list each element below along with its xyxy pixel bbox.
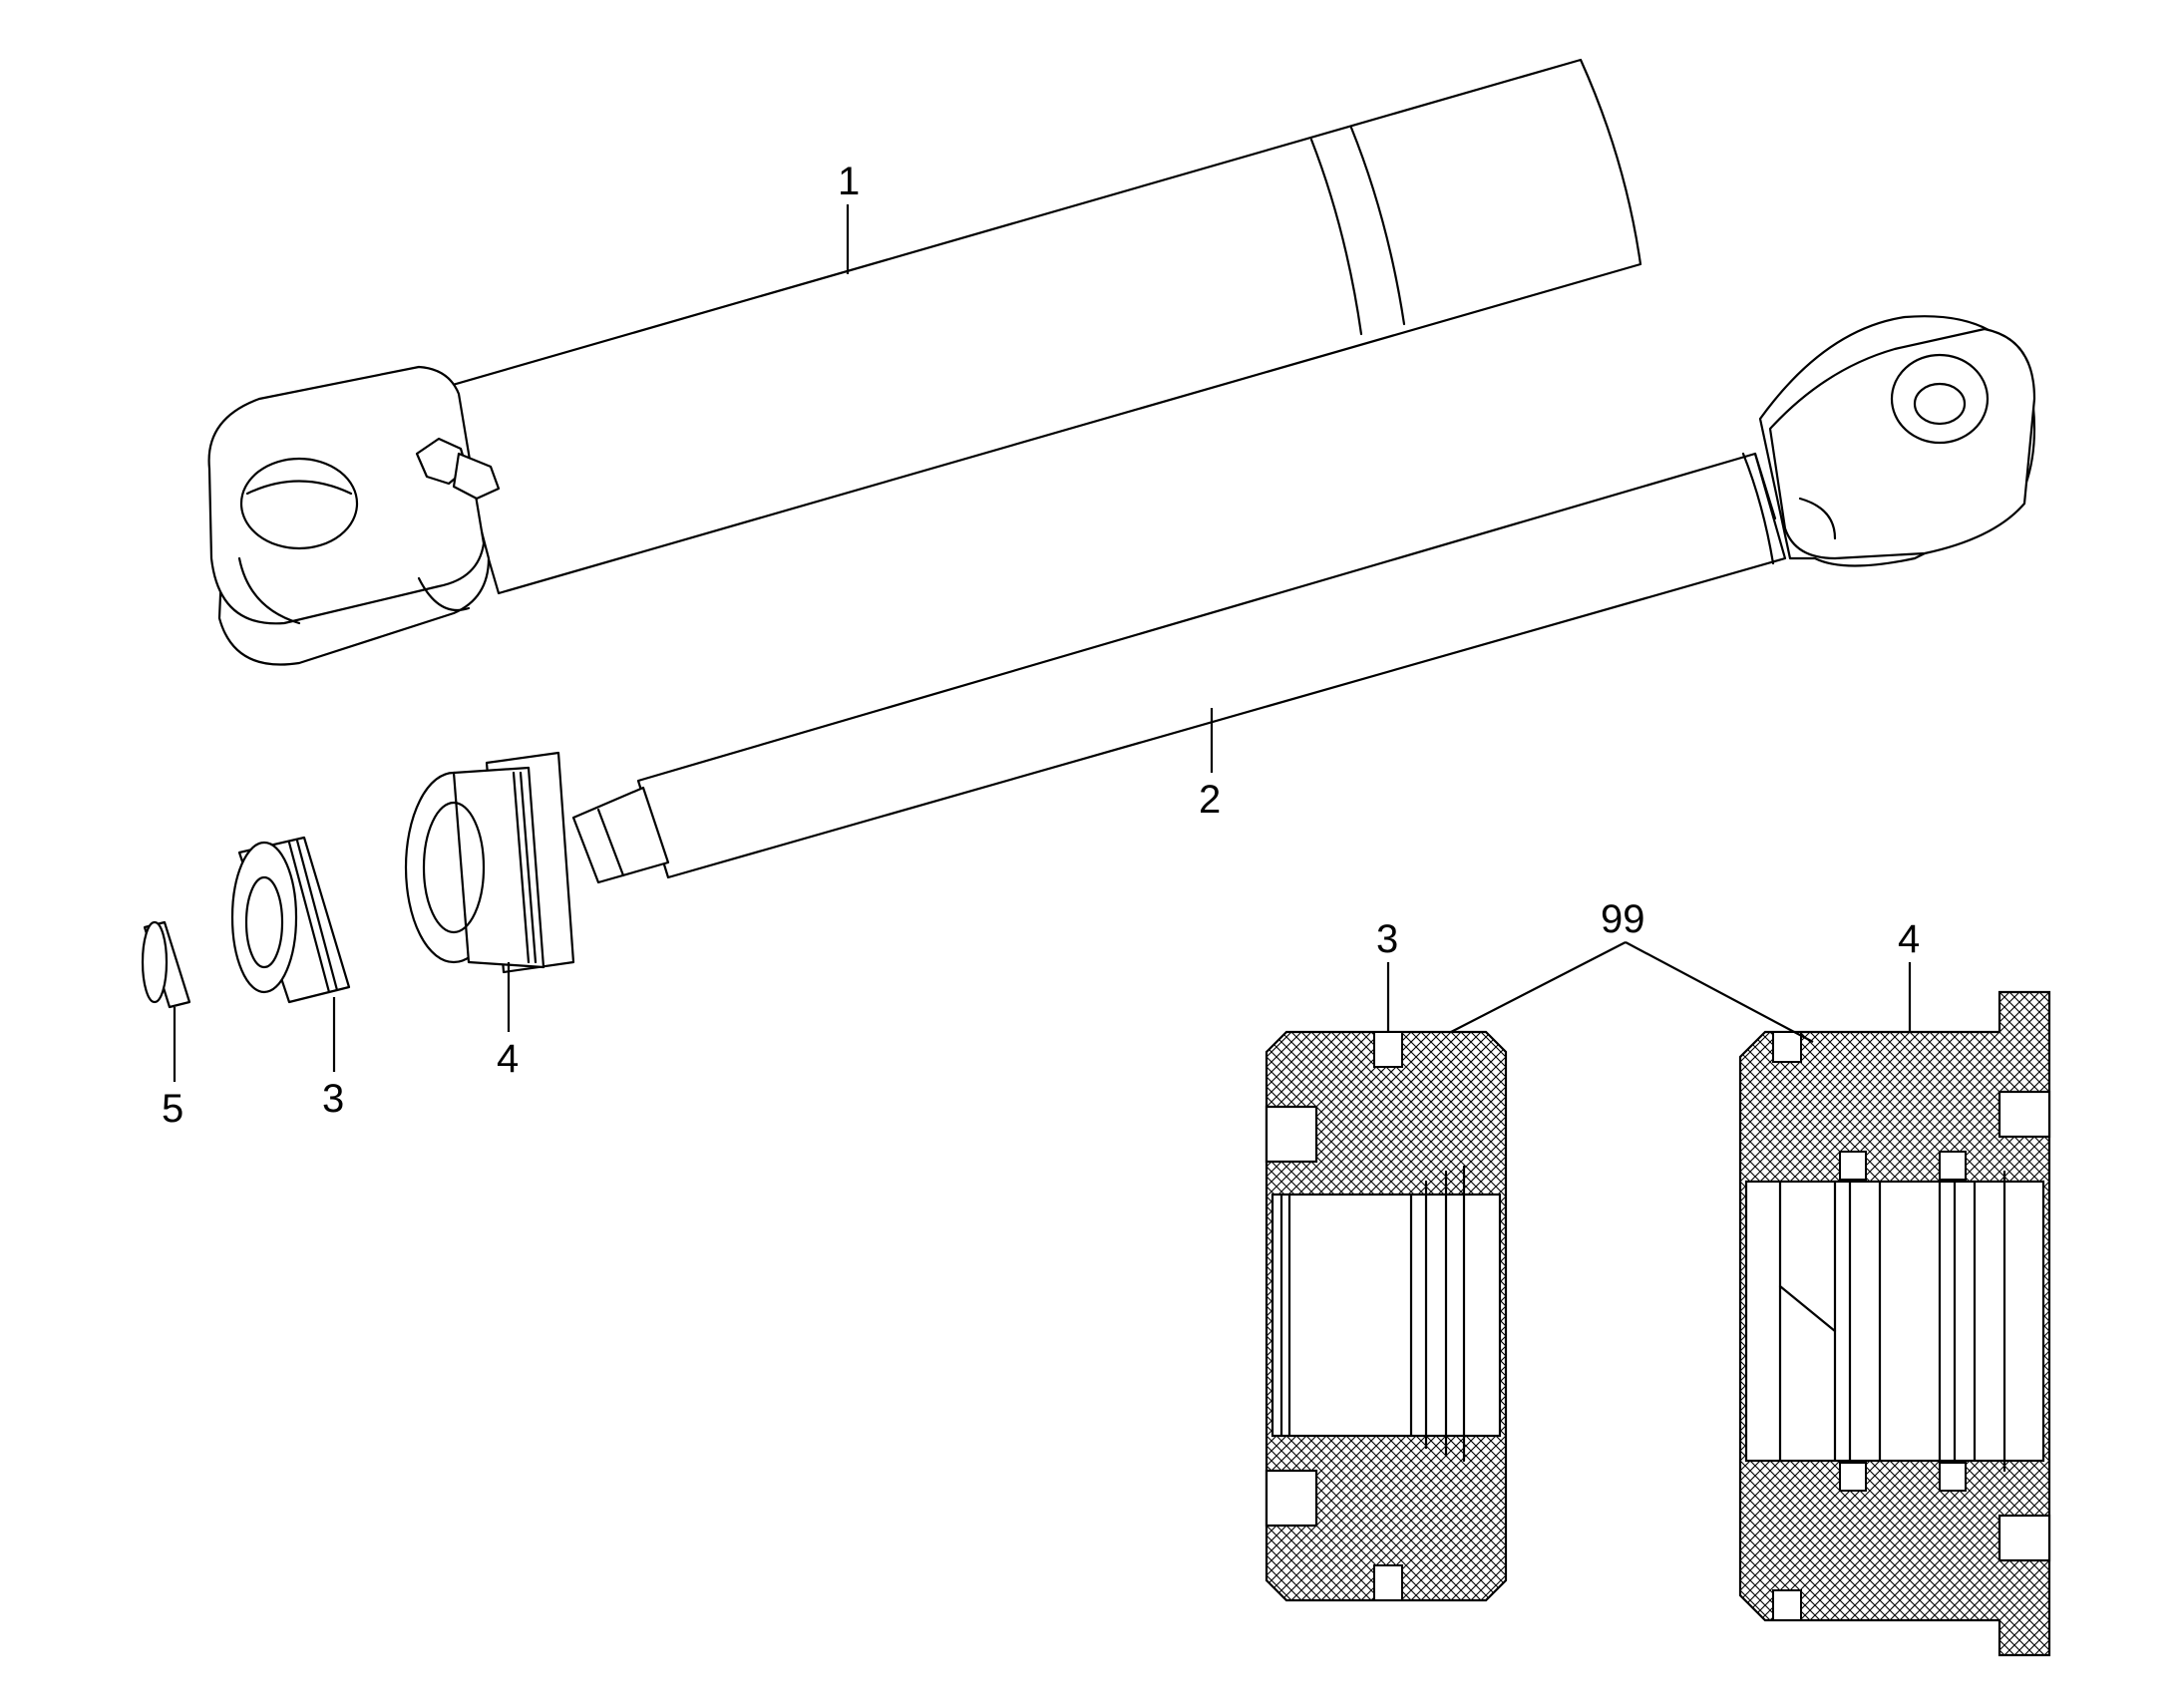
part-3-piston	[230, 836, 351, 1004]
label-part-5: 5	[162, 1087, 183, 1131]
section-view-3	[1265, 1030, 1508, 1602]
label-section-3: 3	[1376, 917, 1398, 961]
label-section-4: 4	[1898, 917, 1920, 961]
section-view-4	[1738, 990, 2051, 1657]
label-part-1: 1	[838, 160, 860, 203]
label-seal-99: 99	[1601, 897, 1645, 941]
piston-rod	[571, 315, 2036, 884]
grease-fitting-icon	[415, 437, 501, 501]
cylinder-barrel	[207, 58, 1642, 666]
label-part-2: 2	[1199, 778, 1221, 822]
leader-lines	[173, 204, 1214, 1082]
part-4-gland	[404, 751, 575, 974]
label-part-4: 4	[497, 1037, 519, 1081]
section-leader-lines	[1386, 941, 1912, 1043]
label-part-3: 3	[322, 1077, 344, 1121]
part-5-nut	[141, 920, 191, 1009]
